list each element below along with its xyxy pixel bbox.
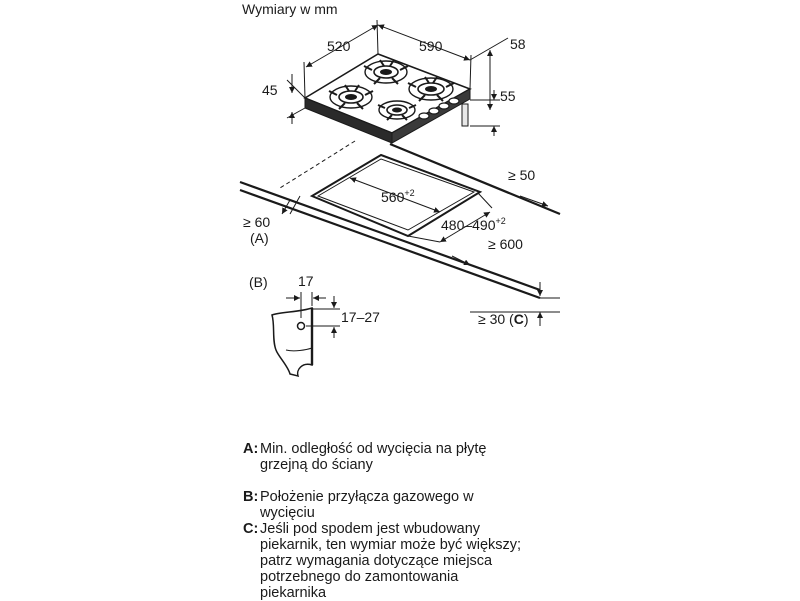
burner-front-left xyxy=(328,84,374,110)
dim-side-clearance: ≥ 600 xyxy=(488,236,523,252)
dim-gas-height: 17–27 xyxy=(341,309,380,325)
dim-hob-height-total: 58 xyxy=(510,36,526,52)
dim-hob-height-below: 55 xyxy=(500,88,516,104)
dim-hob-height-front: 45 xyxy=(262,82,278,98)
gas-connection-detail xyxy=(271,306,314,378)
dim-hob-depth: 520 xyxy=(327,38,351,54)
hob-dimensions xyxy=(286,19,509,136)
control-knobs xyxy=(418,97,460,120)
cutout-dimensions xyxy=(281,177,560,326)
dim-cutout-depth: 480–490+2 xyxy=(441,216,506,233)
gas-hob-drawing xyxy=(303,53,472,144)
legend-item-c: C: Jeśli pod spodem jest wbudowany pieka… xyxy=(243,521,522,601)
dim-wall-clearance: ≥ 50 xyxy=(508,167,535,183)
legend-item-b: B: Położenie przyłącza gazowego w wycięc… xyxy=(243,489,474,521)
dim-front-clearance: ≥ 60 xyxy=(243,214,270,230)
dim-below-clearance: ≥ 30 (C) xyxy=(478,311,529,327)
dim-gas-offset: 17 xyxy=(298,273,314,289)
label-b: (B) xyxy=(249,274,268,290)
units-title: Wymiary w mm xyxy=(242,1,338,17)
burner-front-right xyxy=(377,100,417,121)
burner-rear-right xyxy=(407,76,455,102)
worktop-drawing xyxy=(239,140,561,300)
gas-connection-dimensions xyxy=(286,292,340,338)
dim-hob-width: 590 xyxy=(419,38,443,54)
installation-diagram: Wymiary w mm xyxy=(239,1,561,378)
dim-cutout-width: 560+2 xyxy=(381,188,415,205)
legend: A: Min. odległość od wycięcia na płytę g… xyxy=(243,441,573,601)
legend-item-a: A: Min. odległość od wycięcia na płytę g… xyxy=(243,441,487,473)
label-a: (A) xyxy=(250,230,269,246)
